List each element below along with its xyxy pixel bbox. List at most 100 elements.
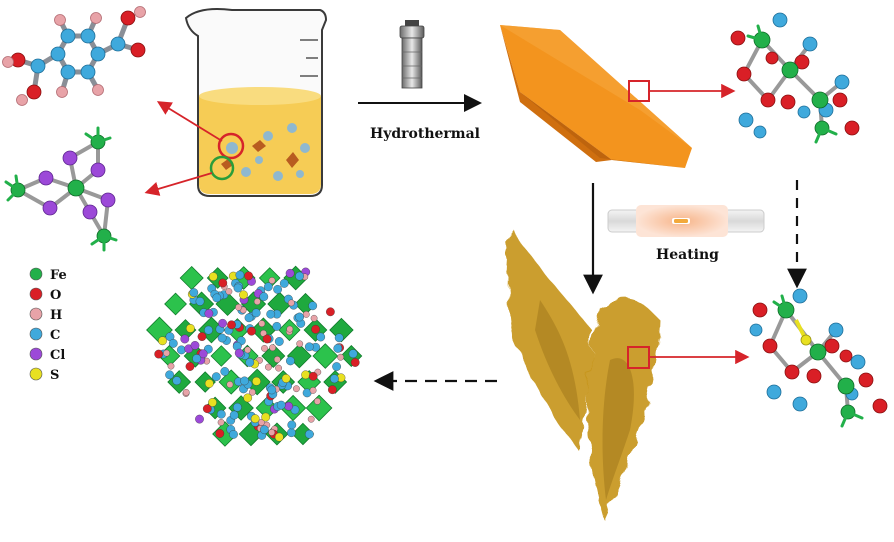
atom-s [204,379,214,388]
atom-o [247,326,256,336]
highlight-circle-green [209,155,235,181]
atom-cl [285,268,295,278]
legend-label: Fe [50,268,67,283]
atom-c [272,322,282,331]
atom-cl [204,309,214,318]
atom-o [350,358,360,367]
legend-item-h: H [29,307,62,323]
legend-swatch [29,347,43,361]
atom-h [268,277,276,284]
atom-cl [284,401,293,411]
atom-c [287,420,297,430]
atom-o [227,320,236,330]
atom-c [251,308,261,318]
atom-h [235,303,242,311]
atom-s [186,324,195,333]
atom-c [267,385,277,395]
atom-o [311,324,320,334]
atom-o [218,278,228,288]
legend-item-s: S [29,367,59,383]
atom-h [244,346,252,354]
atom-c [276,400,286,410]
label-hydrothermal: Hydrothermal [370,126,480,142]
arrow-to-fe-complex [144,172,213,196]
atom-c [172,376,182,386]
legend-label: Cl [50,348,65,363]
atom-o [215,429,225,438]
atom-c [308,301,318,311]
solution-particles [221,123,310,181]
atom-h [217,419,225,426]
atom-h [302,311,310,318]
coordination-cluster-top [730,12,860,144]
atom-c [333,344,343,353]
atom-c [287,428,296,438]
atom-h [258,320,266,327]
atom-c [195,297,205,306]
atom-c [263,282,273,292]
atom-cl [198,349,208,359]
atom-o [154,349,164,359]
fe-octahedron [305,394,333,422]
atom-h [265,363,272,371]
atom-h [310,314,318,322]
atom-c [217,333,227,343]
legend-label: C [50,328,60,343]
legend-swatch [29,307,43,321]
atom-o [308,371,318,381]
atom-h [273,356,281,363]
legend-label: H [50,308,62,323]
legend-item-fe: Fe [29,267,67,283]
atom-o [197,332,207,341]
atom-c [189,288,199,297]
atom-c [240,376,249,386]
atom-c [233,283,243,293]
iron-chloride-complex [4,126,118,252]
fe-octahedron [179,265,204,291]
atom-c [165,370,174,380]
atom-c [244,313,254,323]
atom-c [211,372,221,382]
atom-cl [195,414,204,424]
atom-h [225,288,233,295]
atom-h [163,349,170,357]
atom-o [185,362,195,371]
atom-h [167,362,175,370]
atom-c [330,374,339,384]
atom-s [261,412,271,422]
atom-c [286,356,295,366]
atom-h [314,397,321,405]
atom-c [168,339,178,348]
atom-c [274,337,284,346]
atom-o [328,385,337,395]
atom-c [220,367,230,376]
atom-c [235,270,245,280]
beaker [184,8,328,197]
legend-swatch [29,327,43,341]
atom-h [307,415,315,423]
legend-item-c: C [29,327,60,343]
atom-h [309,387,317,394]
legend-swatch [29,267,43,281]
atom-h [287,299,295,307]
coordination-cluster-bottom [749,288,888,428]
atom-c [233,402,242,412]
atom-cl [234,348,244,358]
atom-h [269,344,276,352]
heated-crystals [506,228,660,520]
atom-h [286,325,294,333]
atom-h [261,345,268,352]
atom-h [275,364,282,372]
atom-o [326,307,335,317]
atom-o [244,271,253,281]
legend-item-o: O [29,287,61,303]
legend-swatch [29,287,43,301]
label-heating: Heating [656,247,719,263]
heated-crystals-shade [535,300,634,500]
fe-octahedron [210,345,233,367]
atom-s [239,290,248,300]
atom-o [262,334,272,344]
atom-c [229,410,239,420]
